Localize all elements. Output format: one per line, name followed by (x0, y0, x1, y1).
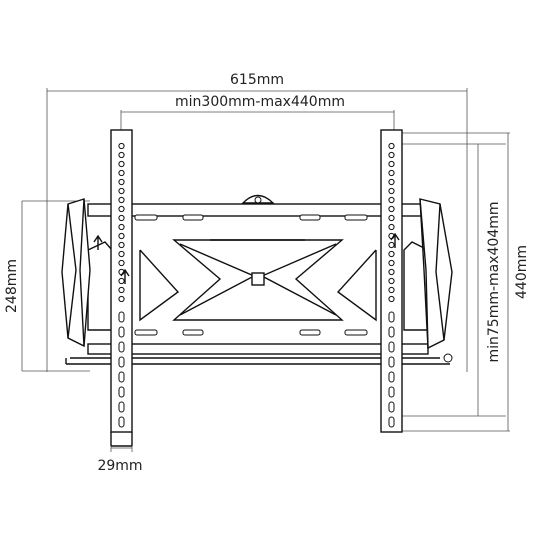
mount-slot (118, 416, 125, 428)
mount-hole (118, 142, 125, 150)
mount-hole (388, 241, 395, 249)
vesa-horizontal-label: min300mm-max440mm (175, 94, 345, 110)
mount-slot (388, 371, 395, 383)
mount-slot (388, 326, 395, 338)
arrow-up-icon (93, 234, 103, 250)
mount-slot (118, 401, 125, 413)
mount-slot (388, 401, 395, 413)
left-arm (61, 198, 91, 348)
mount-hole (118, 259, 125, 267)
mount-hole (388, 205, 395, 213)
overall-width-label: 615mm (230, 72, 284, 88)
mount-hole (118, 205, 125, 213)
mount-hole (118, 151, 125, 159)
mount-hole (388, 187, 395, 195)
mount-hole (388, 250, 395, 258)
right-vertical-rail (380, 129, 403, 433)
mount-hole (388, 169, 395, 177)
dimension-vesa-vertical: min75mm-max404mm (400, 143, 506, 417)
mount-hole (388, 277, 395, 285)
vesa-vertical-label: min75mm-max404mm (486, 201, 502, 362)
mount-slot (118, 326, 125, 338)
left-vertical-rail (110, 129, 133, 447)
mount-hole (388, 259, 395, 267)
mount-slot (118, 311, 125, 323)
mount-slot (118, 341, 125, 353)
mount-hole (388, 268, 395, 276)
mount-hole (118, 277, 125, 285)
dimension-vesa-horizontal: min300mm-max440mm (120, 94, 395, 130)
right-arm (419, 198, 453, 363)
mount-hole (388, 151, 395, 159)
mount-hole (388, 214, 395, 222)
dimension-overall-width: 615mm (46, 72, 468, 372)
wall-plate (65, 194, 450, 365)
mount-hole (388, 160, 395, 168)
mount-hole (118, 178, 125, 186)
mount-hole (118, 196, 125, 204)
mount-hole (118, 223, 125, 231)
mount-hole (118, 232, 125, 240)
mount-slot (388, 311, 395, 323)
overall-height-label: 248mm (4, 259, 20, 313)
mount-hole (388, 142, 395, 150)
mount-hole (118, 241, 125, 249)
mount-hole (388, 286, 395, 294)
mount-hole (388, 295, 395, 303)
mount-hole (118, 250, 125, 258)
arrow-up-icon (120, 268, 130, 284)
mount-hole (118, 187, 125, 195)
depth-label: 29mm (97, 458, 142, 474)
mount-hole (118, 214, 125, 222)
mount-hole (118, 169, 125, 177)
mount-slot (388, 356, 395, 368)
mount-hole (388, 196, 395, 204)
rail-length-label: 440mm (514, 245, 530, 299)
arrow-up-icon (390, 232, 400, 248)
mount-hole (118, 295, 125, 303)
mount-slot (118, 356, 125, 368)
mount-hole (118, 286, 125, 294)
mount-slot (388, 416, 395, 428)
mount-slot (388, 341, 395, 353)
mount-hole (388, 178, 395, 186)
mount-hole (388, 223, 395, 231)
mount-slot (118, 386, 125, 398)
mount-slot (118, 371, 125, 383)
dimension-depth: 29mm (97, 440, 143, 474)
mount-slot (388, 386, 395, 398)
mount-hole (118, 160, 125, 168)
